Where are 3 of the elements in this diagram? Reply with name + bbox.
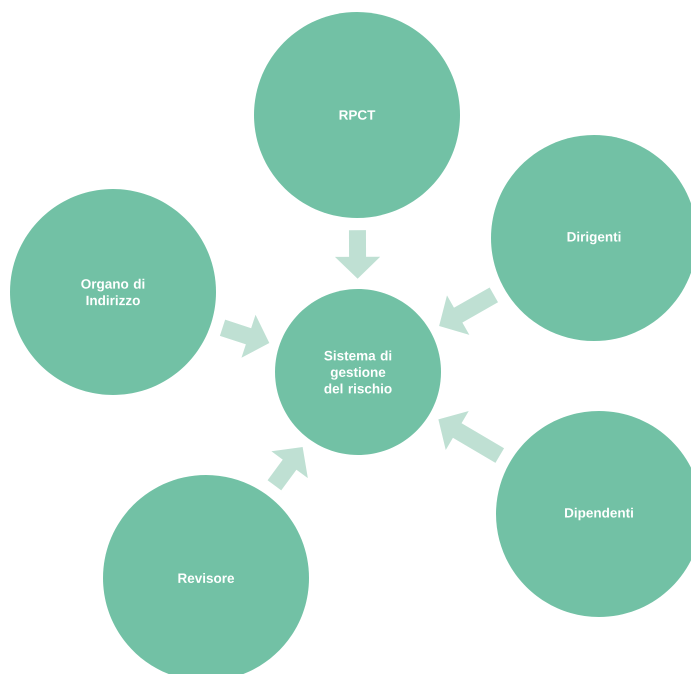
circle-node: Sistema di gestione del rischio	[275, 289, 441, 455]
circle-node: Organo di Indirizzo	[10, 189, 216, 395]
circle-node: RPCT	[254, 12, 460, 218]
